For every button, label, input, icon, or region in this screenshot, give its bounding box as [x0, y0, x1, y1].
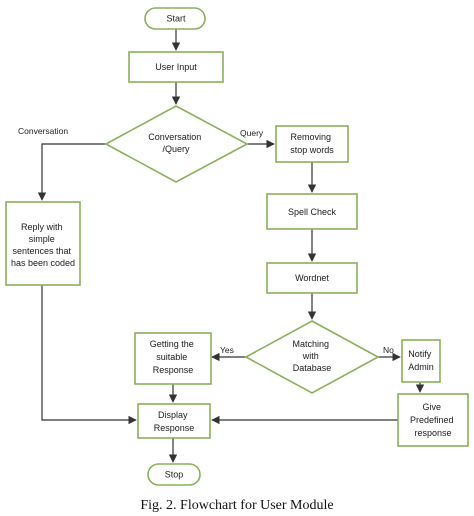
node-give-predefined-label: Give Predefined response	[410, 402, 456, 438]
node-spell-check-label: Spell Check	[288, 207, 337, 217]
node-notify-admin-label: Notify Admin	[408, 349, 434, 372]
edge-label-conversation: Conversation	[18, 126, 68, 136]
node-removing-stop-words: Removing stop words	[275, 125, 349, 163]
edge-reply-to-display	[41, 285, 137, 425]
edge-label-no: No	[383, 345, 394, 355]
edge-conversation-to-reply	[37, 143, 106, 201]
edge-label-yes: Yes	[220, 345, 234, 355]
node-removing-stop-words-label: Removing stop words	[290, 132, 334, 155]
node-start: Start	[144, 7, 206, 30]
node-conversation-query-label: Conversation /Query	[148, 132, 204, 154]
node-reply: Reply with simple sentences that has bee…	[5, 201, 81, 286]
edges	[37, 29, 425, 463]
node-getting-response-label: Getting the suitable Response	[150, 339, 197, 375]
node-display-response: Display Response	[137, 403, 211, 439]
node-wordnet: Wordnet	[266, 262, 358, 294]
node-user-input-label: User Input	[155, 62, 197, 72]
node-spell-check: Spell Check	[266, 193, 358, 230]
node-matching-label: Matching with Database	[292, 339, 331, 373]
node-give-predefined: Give Predefined response	[397, 393, 469, 447]
node-notify-admin: Notify Admin	[401, 339, 441, 383]
node-reply-label: Reply with simple sentences that has bee…	[11, 222, 75, 268]
edge-label-query: Query	[240, 128, 264, 138]
node-getting-response: Getting the suitable Response	[134, 332, 212, 385]
node-stop-label: Stop	[165, 470, 184, 480]
node-wordnet-label: Wordnet	[295, 273, 329, 283]
node-conversation-query-decision: Conversation /Query	[104, 105, 249, 183]
node-matching-decision: Matching with Database	[244, 320, 380, 394]
node-start-label: Start	[166, 14, 186, 24]
node-display-response-label: Display Response	[154, 410, 195, 433]
node-stop: Stop	[147, 463, 201, 486]
figure-caption: Fig. 2. Flowchart for User Module	[140, 498, 334, 513]
node-user-input: User Input	[128, 51, 224, 83]
